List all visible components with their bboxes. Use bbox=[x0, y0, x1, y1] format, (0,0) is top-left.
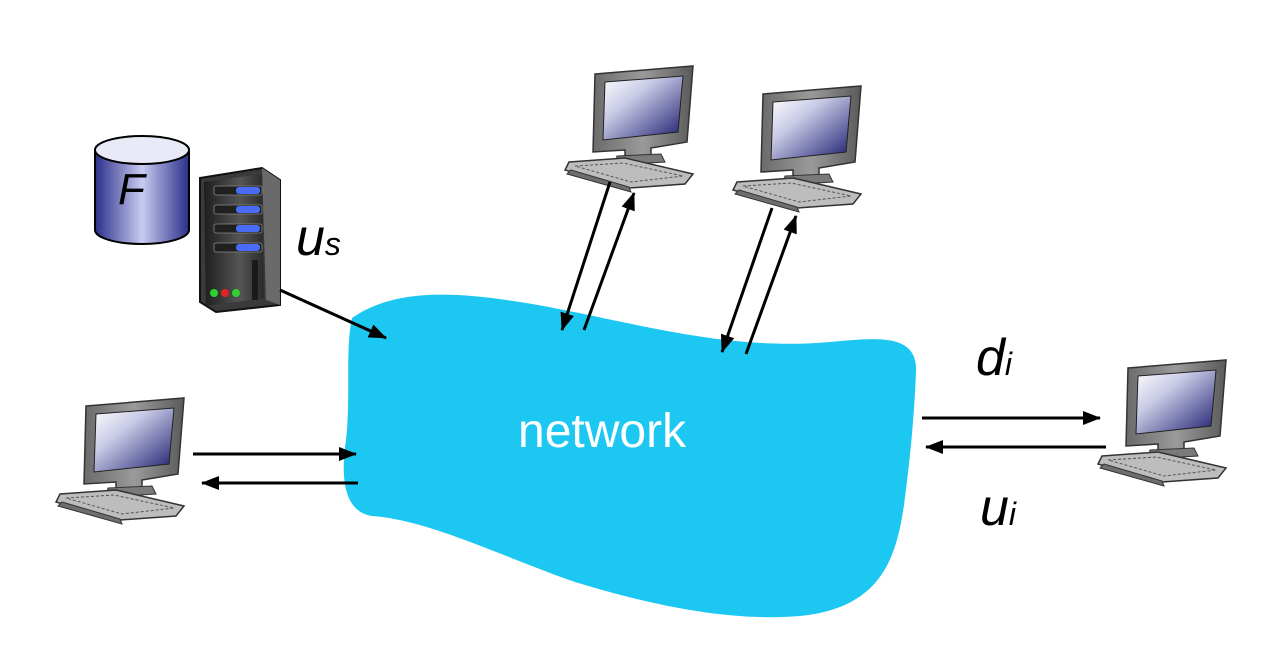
desktop-computer-icon bbox=[732, 85, 862, 213]
peer1-upload-arrow bbox=[582, 192, 636, 331]
server-upload-rate-symbol: u bbox=[296, 209, 325, 267]
server-upload-arrow bbox=[279, 288, 387, 340]
peer2-download-arrow bbox=[720, 207, 774, 353]
server-upload-rate-subscript: s bbox=[324, 226, 341, 262]
server-icon bbox=[199, 166, 281, 314]
network-cloud bbox=[343, 294, 917, 618]
peer-download-rate-symbol: d bbox=[976, 329, 1005, 387]
peer1-download-arrow bbox=[560, 181, 612, 331]
desktop-computer-icon bbox=[55, 397, 185, 525]
peer-upload-rate-subscript: i bbox=[1008, 496, 1017, 532]
peer-download-rate-label: di bbox=[976, 332, 1012, 384]
server-upload-rate-label: us bbox=[296, 212, 341, 264]
database-icon bbox=[94, 135, 190, 245]
peer-upload-rate-label: ui bbox=[980, 482, 1016, 534]
peer-upload-rate-symbol: u bbox=[980, 479, 1009, 537]
desktop-computer-icon bbox=[564, 65, 694, 193]
file-label: F bbox=[118, 165, 145, 214]
arrows bbox=[193, 181, 1106, 490]
network-label: network bbox=[518, 405, 687, 458]
peer-download-rate-subscript: i bbox=[1004, 346, 1013, 382]
desktop-computer-icon bbox=[1097, 359, 1227, 487]
peer2-upload-arrow bbox=[744, 215, 798, 355]
